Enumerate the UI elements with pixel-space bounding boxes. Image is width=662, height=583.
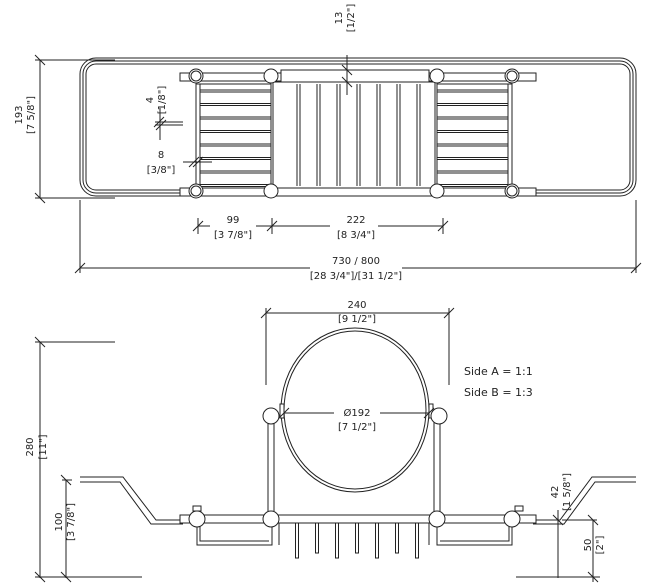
right-tray [436,83,513,189]
svg-text:730 / 800: 730 / 800 [332,256,380,267]
tine [415,522,419,559]
dim-mirror-diameter: Ø192 [7 1/2"] [278,407,435,433]
svg-text:Ø192: Ø192 [344,407,371,419]
dim-step-42: 42 [1 5/8"] [550,473,573,578]
svg-text:[3 7/8"]: [3 7/8"] [66,503,77,541]
svg-text:[2"]: [2"] [595,536,606,555]
right-basket [436,523,513,546]
svg-text:4: 4 [145,97,156,103]
dim-slat-4: 4 [1/8"] [145,86,183,140]
svg-text:[8 3/4"]: [8 3/4"] [337,230,375,241]
svg-text:50: 50 [583,539,594,552]
svg-text:[1/2"]: [1/2"] [346,4,357,33]
svg-text:280: 280 [25,437,36,456]
tine [395,522,399,554]
svg-text:42: 42 [550,486,561,499]
connector [429,183,445,199]
dim-total-height-280: 280 [11"] [25,336,142,583]
connector [428,510,446,528]
svg-text:240: 240 [347,300,366,311]
svg-text:193: 193 [14,105,25,124]
top-view: 193 [7 5/8"] 13 [1/2"] 4 [1/8"] 8 [3/8"]… [14,4,642,282]
right-knob [430,407,448,425]
center-bar [280,69,430,83]
svg-text:13: 13 [334,12,345,25]
connector [503,510,521,528]
scale-note-a: Side A = 1:1 [464,365,533,378]
scale-note-b: Side B = 1:3 [464,386,533,399]
connector [188,510,206,528]
left-basket [196,523,273,546]
svg-text:[7 1/2"]: [7 1/2"] [338,422,376,433]
base-rail [179,514,537,524]
dim-center-222: 222 [8 3/4"] [271,215,449,241]
right-screw [514,505,524,512]
svg-text:[1 5/8"]: [1 5/8"] [562,473,573,511]
svg-text:[9 1/2"]: [9 1/2"] [338,314,376,325]
left-screw [192,505,202,512]
connector [263,68,279,84]
svg-text:[11"]: [11"] [38,434,49,459]
left-knob [262,407,280,425]
svg-text:[1/8"]: [1/8"] [157,86,168,115]
left-tray [195,83,272,189]
tine [335,522,339,559]
svg-text:[7 5/8"]: [7 5/8"] [26,96,37,134]
dim-tray-99: 99 [3 7/8"] [192,215,278,241]
svg-text:[3/8"]: [3/8"] [147,165,176,176]
bottom-rail [179,187,537,197]
dim-bar-13: 13 [1/2"] [334,4,357,95]
svg-text:99: 99 [227,215,240,226]
connector [262,510,280,528]
left-pivot [279,403,285,419]
dim-mirror-width-240: 240 [9 1/2"] [260,300,455,385]
tine [315,522,319,554]
connector [263,183,279,199]
svg-text:[28 3/4"]/[31 1/2"]: [28 3/4"]/[31 1/2"] [310,271,402,282]
tine [355,522,359,554]
svg-text:100: 100 [54,512,65,531]
left-post [267,417,275,519]
side-view: 240 [9 1/2"] Side A = 1:1 Side B = 1:3 Ø… [25,300,636,583]
center-tray [272,69,436,189]
svg-text:8: 8 [158,150,164,161]
dim-basket-50: 50 [2"] [516,514,606,583]
right-handle [533,476,636,521]
svg-text:[3 7/8"]: [3 7/8"] [214,230,252,241]
connector [429,68,445,84]
dim-rim-height-100: 100 [3 7/8"] [54,474,77,583]
right-post [433,417,441,519]
dim-length-730-800: 730 / 800 [28 3/4"]/[31 1/2"] [74,200,642,282]
tine [295,522,299,559]
dim-gap-8: 8 [3/8"] [147,150,212,176]
dim-height-193: 193 [7 5/8"] [14,54,115,204]
left-handle [80,476,183,521]
svg-text:222: 222 [346,215,365,226]
tine [375,522,379,559]
